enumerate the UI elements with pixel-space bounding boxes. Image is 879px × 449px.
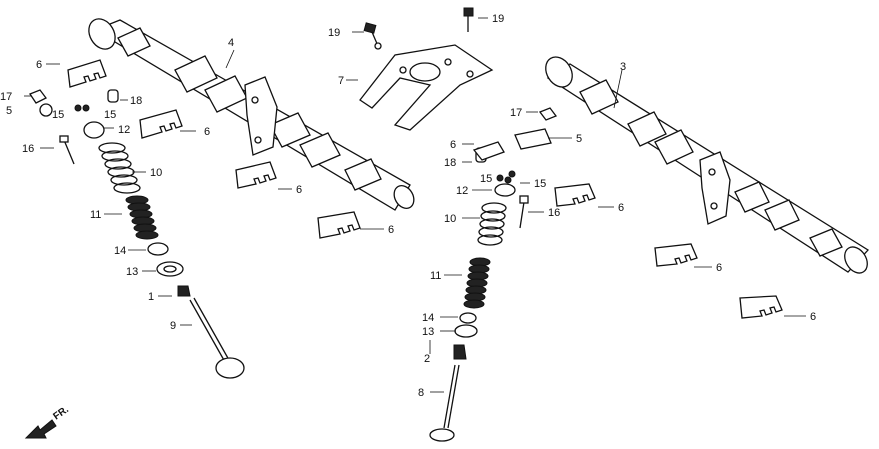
callout-19-a: 19 bbox=[328, 27, 340, 39]
callout-6-c: 6 bbox=[296, 184, 302, 196]
callout-12-a: 12 bbox=[118, 124, 130, 136]
callout-15-c: 15 bbox=[480, 173, 492, 185]
left-camshaft bbox=[88, 18, 415, 211]
valve-left bbox=[189, 297, 245, 379]
callout-6-a: 6 bbox=[36, 59, 42, 71]
front-direction-arrow: FR. bbox=[24, 404, 71, 439]
callout-16-a: 16 bbox=[22, 143, 34, 155]
lifter-right bbox=[494, 183, 516, 197]
callout-8: 8 bbox=[418, 387, 424, 399]
nut-17-right bbox=[538, 107, 558, 121]
bolt-19-left bbox=[363, 22, 382, 50]
spring-seat-left bbox=[147, 242, 169, 256]
holder-6-c bbox=[235, 161, 277, 189]
right-camshaft bbox=[545, 56, 870, 274]
callout-14-a: 14 bbox=[114, 245, 126, 257]
callout-15-b: 15 bbox=[104, 109, 116, 121]
callout-14-b: 14 bbox=[422, 312, 434, 324]
holder-6-e bbox=[472, 141, 505, 161]
bolt-16-right bbox=[519, 201, 525, 229]
inner-spring-left bbox=[125, 195, 159, 240]
spring-seat-right bbox=[459, 312, 477, 324]
callout-6-d: 6 bbox=[388, 224, 394, 236]
nut-17-left bbox=[29, 89, 47, 104]
washer-right bbox=[454, 324, 478, 338]
valve-right bbox=[429, 364, 460, 442]
part-5-right bbox=[514, 128, 552, 150]
callout-6-e: 6 bbox=[450, 139, 456, 151]
callout-18-a: 18 bbox=[130, 95, 142, 107]
callout-15-a: 15 bbox=[52, 109, 64, 121]
cam-holder-plate bbox=[359, 44, 494, 131]
callout-12-b: 12 bbox=[456, 185, 468, 197]
callout-11-b: 11 bbox=[430, 270, 441, 282]
outer-spring-left bbox=[98, 142, 141, 194]
callout-15-d: 15 bbox=[534, 178, 546, 190]
valve-guide-left bbox=[177, 285, 191, 297]
callout-13-a: 13 bbox=[126, 266, 138, 278]
left-valve-assembly bbox=[29, 59, 361, 379]
holder-6-b bbox=[139, 109, 183, 139]
callout-19-b: 19 bbox=[492, 13, 504, 25]
inner-spring-right bbox=[463, 257, 491, 309]
callout-2: 2 bbox=[424, 353, 430, 365]
holder-6-d bbox=[317, 211, 361, 239]
callout-3: 3 bbox=[620, 61, 626, 73]
part-18-left bbox=[107, 89, 119, 103]
callout-11-a: 11 bbox=[90, 209, 101, 221]
callout-numbers: 4 3 6 17 5 15 15 18 12 16 10 11 14 13 1 … bbox=[0, 13, 816, 399]
outer-spring-right bbox=[477, 202, 507, 246]
callout-6-g: 6 bbox=[716, 262, 722, 274]
right-valve-assembly bbox=[429, 107, 783, 442]
lifter-left bbox=[83, 121, 105, 139]
washer-left bbox=[156, 261, 184, 277]
callout-6-b: 6 bbox=[204, 126, 210, 138]
callout-5-a: 5 bbox=[6, 105, 12, 117]
callout-6-f: 6 bbox=[618, 202, 624, 214]
callout-5-b: 5 bbox=[576, 133, 582, 145]
callout-10-b: 10 bbox=[444, 213, 456, 225]
callout-7: 7 bbox=[338, 75, 344, 87]
callout-16-b: 16 bbox=[548, 207, 560, 219]
cap-5-left bbox=[39, 103, 53, 117]
callout-13-b: 13 bbox=[422, 326, 434, 338]
callout-10-a: 10 bbox=[150, 167, 162, 179]
holder-6-f bbox=[554, 183, 596, 207]
callout-17-a: 17 bbox=[0, 91, 12, 103]
callout-4: 4 bbox=[228, 37, 234, 49]
holder-6-h bbox=[739, 295, 783, 319]
callout-9: 9 bbox=[170, 320, 176, 332]
callout-18-b: 18 bbox=[444, 157, 456, 169]
bolt-19-right bbox=[463, 7, 474, 32]
bolt-16-left bbox=[63, 139, 75, 165]
leader-lines bbox=[24, 17, 806, 393]
valve-guide-right bbox=[453, 344, 467, 360]
holder-6-a bbox=[67, 59, 107, 88]
callout-6-h: 6 bbox=[810, 311, 816, 323]
holder-6-g bbox=[654, 243, 698, 267]
callout-1: 1 bbox=[148, 291, 154, 303]
callout-17-b: 17 bbox=[510, 107, 522, 119]
direction-label: FR. bbox=[51, 404, 71, 422]
